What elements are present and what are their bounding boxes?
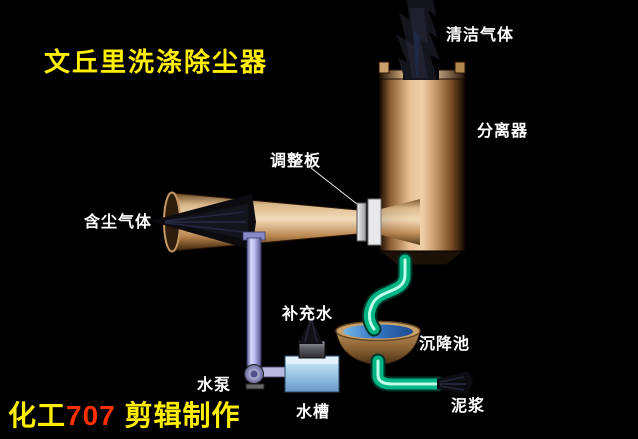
adjustment-plate xyxy=(310,167,382,246)
slurry-spray-icon xyxy=(437,371,473,394)
clean-gas-plume-icon xyxy=(396,0,440,80)
slurry-pipe xyxy=(370,353,446,392)
watermark: 化工707 剪辑制作 xyxy=(8,394,241,434)
watermark-text-yellow-1: 化工 xyxy=(8,400,67,431)
label-water-pump: 水泵 xyxy=(197,377,232,394)
watermark-text-red: 707 xyxy=(66,400,116,431)
label-separator: 分离器 xyxy=(477,123,529,140)
diagram-title: 文丘里洗涤除尘器 xyxy=(44,48,269,78)
label-dusty-gas: 含尘气体 xyxy=(84,214,153,231)
watermark-text-yellow-2: 剪辑制作 xyxy=(115,400,241,431)
drain-pipe-separator xyxy=(361,252,413,337)
water-pump-icon xyxy=(244,364,287,390)
diffuser-cone xyxy=(381,199,420,245)
label-adjust-plate: 调整板 xyxy=(270,153,322,170)
label-makeup-water: 补充水 xyxy=(282,306,334,323)
label-settling-tank: 沉降池 xyxy=(419,336,471,353)
dusty-gas-spray-icon xyxy=(150,194,256,250)
water-tank-icon xyxy=(284,340,340,393)
recirculation-pipe xyxy=(242,231,266,367)
label-clean-gas: 清洁气体 xyxy=(446,27,515,44)
makeup-water-spray-icon xyxy=(299,316,323,344)
label-water-tank: 水槽 xyxy=(296,404,331,421)
label-slurry: 泥浆 xyxy=(451,398,486,415)
